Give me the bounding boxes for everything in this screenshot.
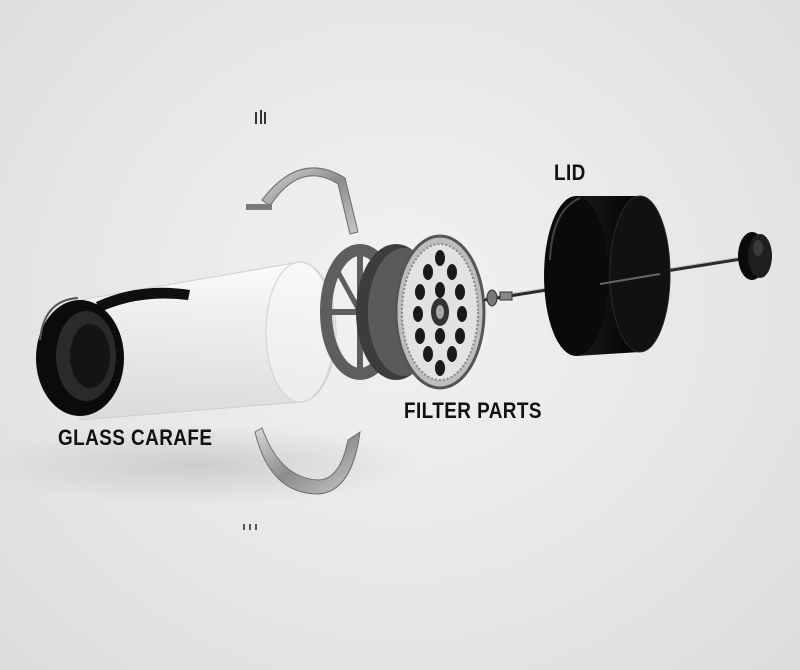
lid-label: LID — [554, 160, 586, 185]
metal-frame-bottom — [243, 427, 361, 530]
metal-frame-icon — [246, 110, 359, 235]
filter-parts-label: FILTER PARTS — [404, 398, 542, 423]
lid-icon — [544, 195, 671, 356]
plunger-knob-icon — [738, 232, 772, 280]
glass-carafe-icon — [36, 261, 337, 421]
glass-carafe-label: GLASS CARAFE — [58, 425, 213, 450]
filter-plate-icon — [394, 234, 486, 390]
